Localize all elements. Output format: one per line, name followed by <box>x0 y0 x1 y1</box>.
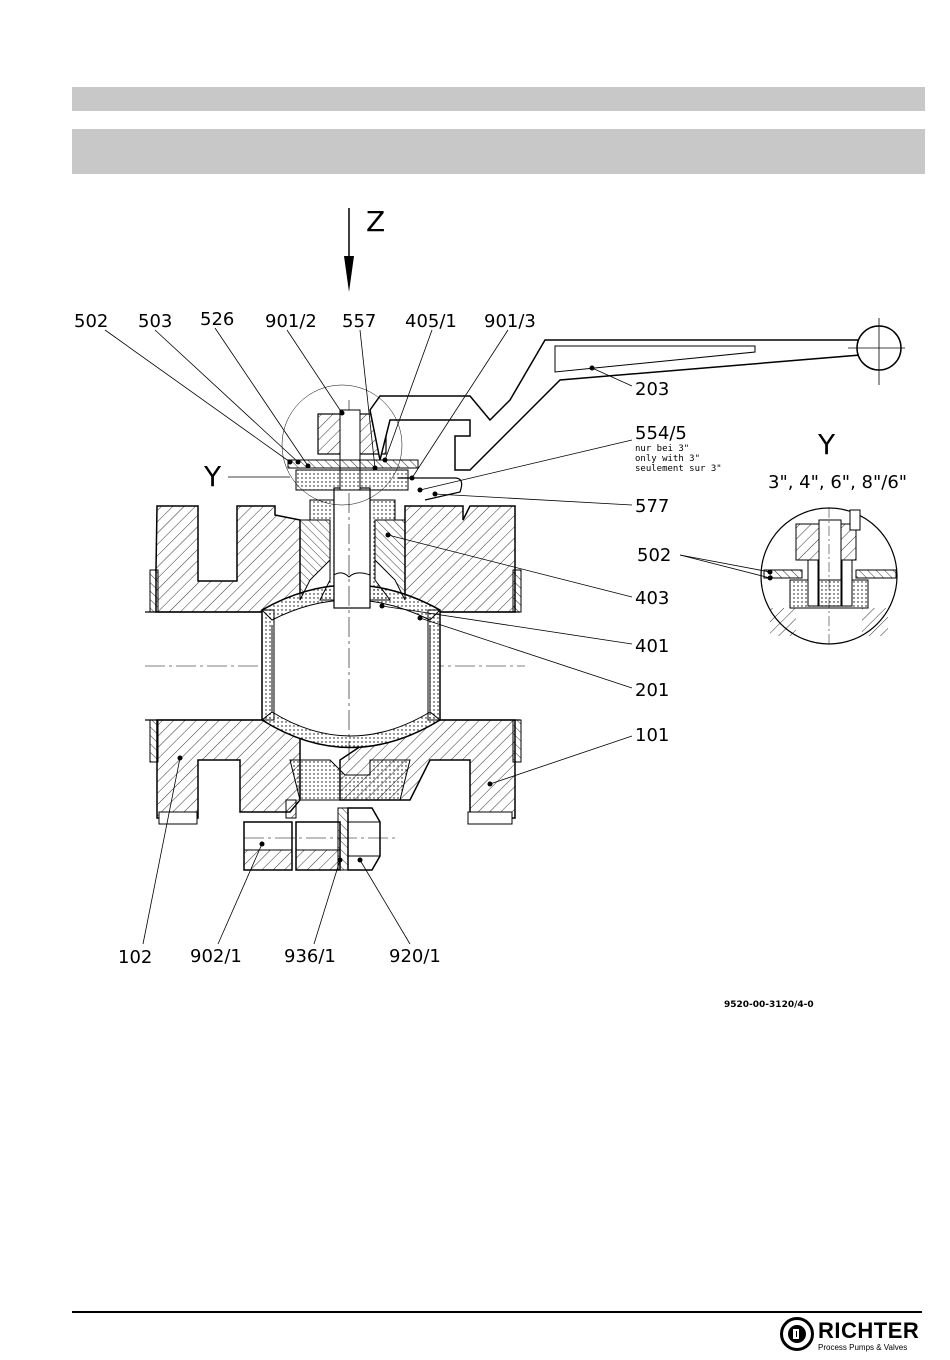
label-502-detail: 502 <box>637 545 671 566</box>
label-554-5: 554/5 <box>635 423 687 444</box>
note-554-en: only with 3" <box>635 454 700 464</box>
detail-y-view <box>761 508 897 644</box>
label-920-1: 920/1 <box>389 946 441 967</box>
label-401: 401 <box>635 636 669 657</box>
drawing-number: 9520-00-3120/4-0 <box>724 1000 814 1010</box>
note-554-fr: seulement sur 3" <box>635 464 722 474</box>
footer-rule <box>72 1311 922 1313</box>
richter-logo: RICHTER Process Pumps & Valves <box>780 1317 925 1357</box>
richter-logo-icon <box>780 1317 814 1351</box>
bolt-assembly <box>244 808 395 870</box>
detail-y-sizes: 3", 4", 6", 8"/6" <box>768 472 907 493</box>
detail-y-title: Y <box>817 428 836 461</box>
label-577: 577 <box>635 496 669 517</box>
label-557: 557 <box>342 311 376 332</box>
view-z-arrow <box>344 208 354 292</box>
logo-name: RICHTER <box>818 1318 919 1344</box>
label-526: 526 <box>200 309 234 330</box>
label-405-1: 405/1 <box>405 311 457 332</box>
logo-tagline: Process Pumps & Valves <box>818 1343 907 1352</box>
detail-y-marker: Y <box>203 460 222 493</box>
ball-201 <box>262 585 440 748</box>
valve-sectional-drawing: Z <box>0 0 950 1310</box>
label-901-2: 901/2 <box>265 311 317 332</box>
label-403: 403 <box>635 588 669 609</box>
label-901-3: 901/3 <box>484 311 536 332</box>
label-936-1: 936/1 <box>284 946 336 967</box>
label-203: 203 <box>635 379 669 400</box>
label-102: 102 <box>118 947 152 968</box>
view-z-label: Z <box>366 205 385 238</box>
label-902-1: 902/1 <box>190 946 242 967</box>
label-101: 101 <box>635 725 669 746</box>
label-201: 201 <box>635 680 669 701</box>
note-554-de: nur bei 3" <box>635 444 689 454</box>
label-503: 503 <box>138 311 172 332</box>
label-502: 502 <box>74 311 108 332</box>
